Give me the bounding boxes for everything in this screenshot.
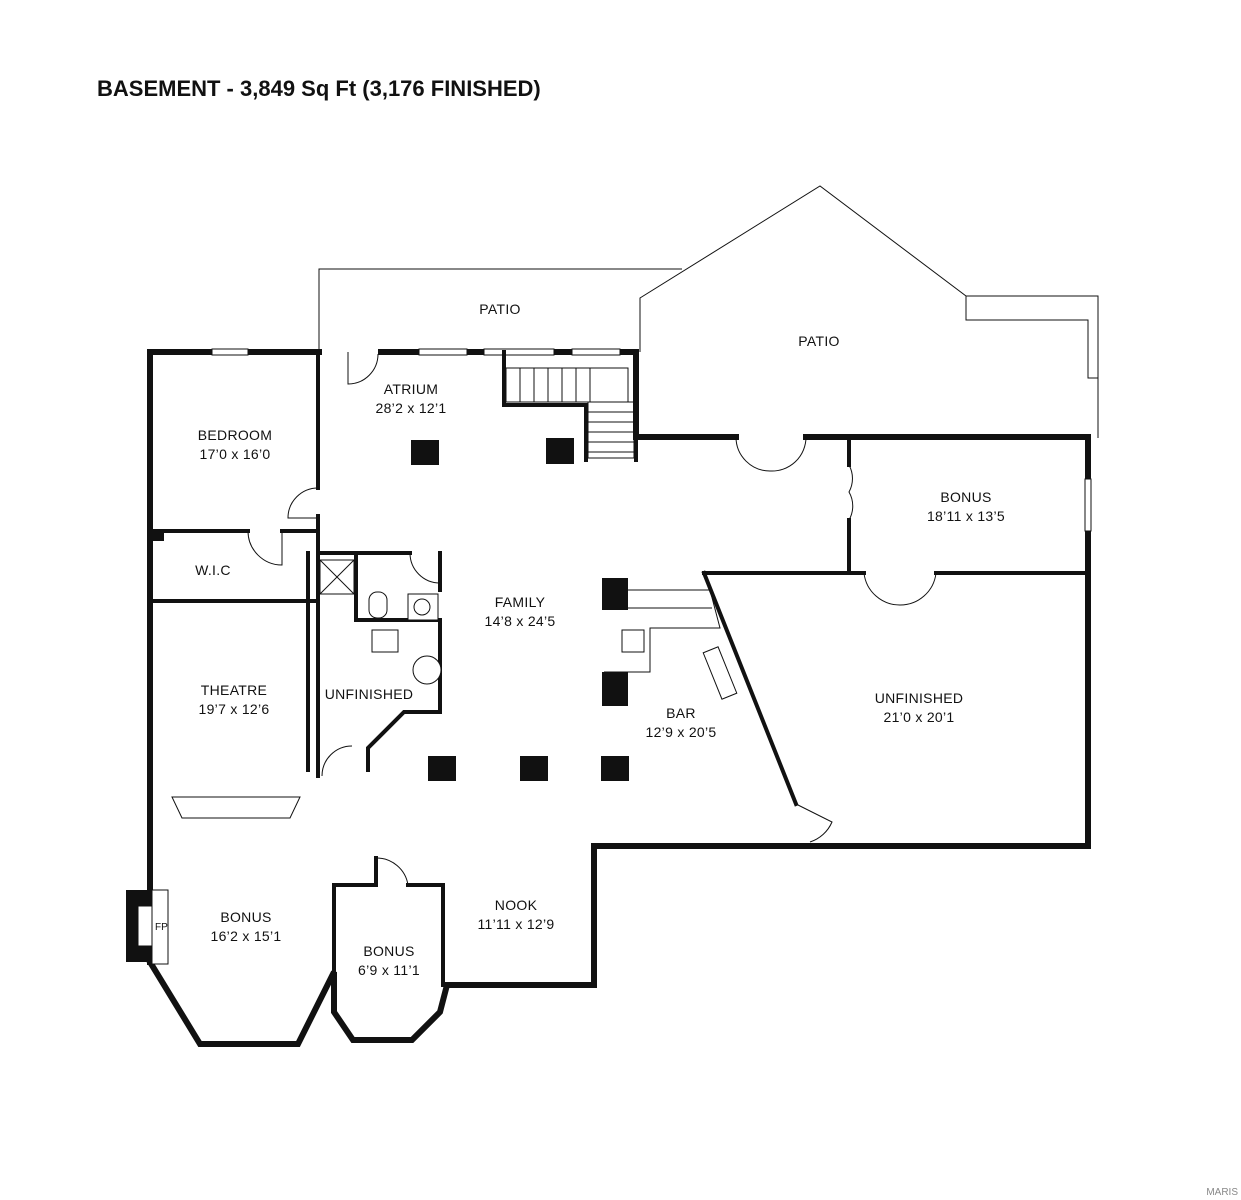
bath-fixtures (319, 559, 442, 685)
room-name: BONUS (220, 909, 271, 925)
room-dims: 17’0 x 16’0 (199, 446, 270, 462)
plan-title: BASEMENT - 3,849 Sq Ft (3,176 FINISHED) (97, 76, 541, 101)
watermark: MARIS (1206, 1187, 1238, 1198)
windows (211, 348, 1092, 532)
interior-walls (148, 350, 1090, 987)
room-dims: 6’9 x 11’1 (358, 962, 420, 978)
room-name: THEATRE (201, 682, 267, 698)
room-labels: PATIO PATIO ATRIUM 28’2 x 12’1 BEDROOM 1… (195, 301, 1005, 978)
room-name: BONUS (363, 943, 414, 959)
room-name: NOOK (495, 897, 538, 913)
room-dims: 14’8 x 24’5 (484, 613, 555, 629)
room-name: UNFINISHED (325, 686, 414, 702)
patio-outlines (318, 185, 1099, 438)
room-name: BEDROOM (198, 427, 272, 443)
room-dims: 18’11 x 13’5 (927, 508, 1005, 524)
room-name: BONUS (940, 489, 991, 505)
pillars (411, 438, 629, 781)
room-name: UNFINISHED (875, 690, 964, 706)
room-dims: 21’0 x 20’1 (883, 709, 954, 725)
room-name: BAR (666, 705, 696, 721)
stairs (505, 367, 635, 459)
room-name: ATRIUM (384, 381, 438, 397)
room-name: PATIO (479, 301, 520, 317)
doors (247, 352, 937, 886)
fireplace-label: FP (155, 922, 168, 933)
bar-counter (602, 578, 738, 706)
room-name: W.I.C (195, 562, 231, 578)
room-dims: 19’7 x 12’6 (198, 701, 269, 717)
theatre-screen (171, 796, 301, 819)
fireplace: FP (126, 889, 169, 965)
room-dims: 16’2 x 15’1 (210, 928, 281, 944)
room-dims: 28’2 x 12’1 (375, 400, 446, 416)
room-dims: 12’9 x 20’5 (645, 724, 716, 740)
room-dims: 11’11 x 12’9 (477, 916, 554, 932)
room-name: FAMILY (495, 594, 546, 610)
room-name: PATIO (798, 333, 839, 349)
